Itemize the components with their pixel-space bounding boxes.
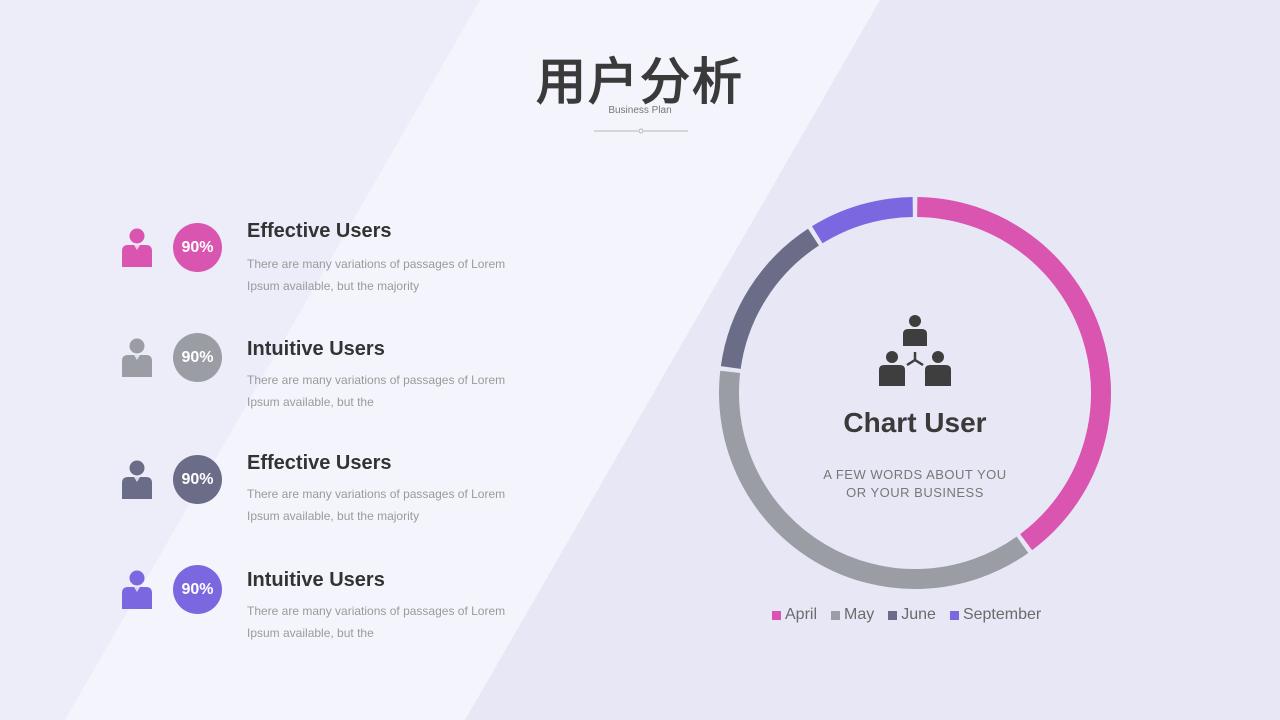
legend-label: May: [844, 606, 875, 623]
page-title: 用户分析: [536, 53, 744, 111]
legend-item-may: May: [831, 606, 874, 624]
item-title: Effective Users: [247, 452, 392, 474]
percent-badge: 90%: [173, 455, 222, 504]
legend-label: April: [785, 606, 818, 623]
chart-subtitle-line: A FEW WORDS ABOUT YOU: [823, 467, 1007, 482]
list-item: 90% Intuitive Users There are many varia…: [120, 565, 540, 655]
chart-subtitle: A FEW WORDS ABOUT YOU OR YOUR BUSINESS: [765, 466, 1065, 502]
list-item: 90% Effective Users There are many varia…: [120, 220, 540, 313]
user-icon: [122, 338, 152, 377]
legend-swatch: [949, 610, 959, 620]
donut-segment-september: [811, 197, 914, 244]
title-divider: [594, 128, 688, 134]
percent-badge: 90%: [173, 565, 222, 614]
list-item: 90% Effective Users There are many varia…: [120, 452, 540, 545]
user-icon: [122, 460, 152, 499]
legend-label: September: [962, 606, 1042, 623]
legend-item-june: June: [888, 606, 936, 624]
item-description: There are many variations of passages of…: [247, 487, 506, 523]
legend-item-september: September: [949, 606, 1042, 624]
user-icon: [122, 228, 152, 267]
item-description: There are many variations of passages of…: [247, 257, 506, 293]
users-network-icon: [879, 315, 951, 386]
page-subtitle: Business Plan: [608, 105, 672, 116]
percent-badge: 90%: [173, 333, 222, 382]
donut-segment-may: [719, 370, 1029, 589]
percent-badge: 90%: [173, 223, 222, 272]
item-title: Effective Users: [247, 220, 392, 242]
item-title: Intuitive Users: [247, 338, 385, 360]
item-description: There are many variations of passages of…: [247, 373, 506, 409]
legend-swatch: [888, 610, 898, 620]
donut-chart: [719, 197, 1111, 589]
legend-item-april: April: [772, 606, 817, 624]
legend-swatch: [831, 610, 841, 620]
list-item: 90% Intuitive Users There are many varia…: [120, 333, 540, 423]
donut-segment-june: [720, 228, 820, 369]
item-title: Intuitive Users: [247, 569, 385, 591]
legend-label: June: [901, 606, 936, 623]
item-description: There are many variations of passages of…: [247, 604, 506, 640]
chart-subtitle-line: OR YOUR BUSINESS: [846, 485, 984, 500]
chart-title: Chart User: [843, 407, 987, 438]
user-icon: [122, 570, 152, 609]
legend-swatch: [772, 610, 781, 620]
donut-segment-april: [917, 197, 1111, 551]
chart-legend: April May June September: [772, 606, 1041, 624]
